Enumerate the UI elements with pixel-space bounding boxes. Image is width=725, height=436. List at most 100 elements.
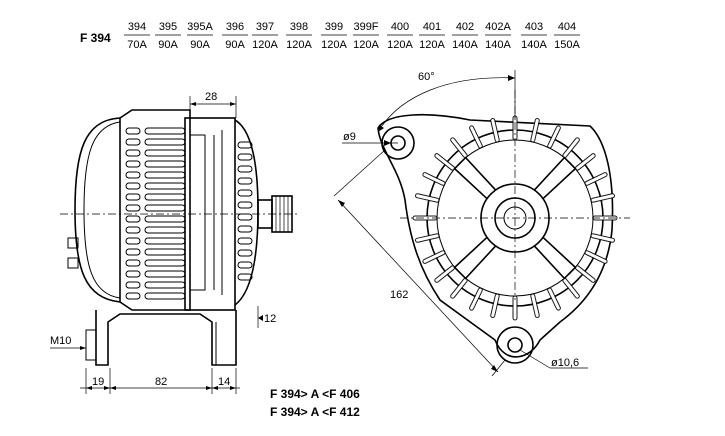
fin — [237, 225, 253, 233]
dim-19: 19 — [92, 376, 104, 388]
variant-current: 120A — [252, 39, 278, 51]
spoke — [453, 156, 497, 200]
dim-28: 28 — [205, 91, 217, 103]
vent-slot-inner — [585, 173, 607, 185]
vent-slot-inner — [576, 266, 595, 282]
side-dimensions: 28 19 82 14 M10 12 — [50, 91, 276, 394]
fin — [125, 237, 141, 245]
front-spokes — [453, 156, 577, 280]
vent-slot-inner — [451, 279, 467, 298]
fin — [144, 193, 186, 201]
variant-code: 396 — [226, 21, 244, 33]
front-view — [377, 90, 630, 364]
fin — [125, 215, 141, 223]
fin — [125, 204, 141, 212]
fin — [237, 177, 253, 185]
spoke — [533, 236, 577, 280]
vent-slot-inner — [435, 266, 454, 282]
vent-slot-inner — [531, 119, 539, 142]
vent-slot-inner — [470, 288, 482, 310]
front-dimensions: 60° ø9 162 ø10,6 — [333, 70, 588, 377]
variant-current: 70A — [127, 39, 147, 51]
variant-current: 150A — [554, 39, 580, 51]
fin — [125, 248, 141, 256]
fin — [125, 160, 141, 168]
fin — [125, 138, 141, 146]
variant-code: 395A — [187, 21, 213, 33]
vent-slot-inner — [416, 194, 439, 202]
fin — [125, 226, 141, 234]
variant-current: 120A — [321, 39, 347, 51]
variant-code: 395 — [159, 21, 177, 33]
fin — [125, 259, 141, 267]
fin — [144, 259, 186, 267]
fin — [144, 270, 186, 278]
front-cooling-fins — [237, 141, 253, 281]
vent-slot-inner — [491, 119, 499, 142]
fin — [144, 237, 186, 245]
note-1: F 394> A <F 406 — [270, 387, 360, 401]
vent-slot-inner — [591, 234, 614, 242]
vent-slot-inner — [563, 279, 579, 298]
fin — [144, 171, 186, 179]
variant-current: 120A — [419, 39, 445, 51]
fin — [125, 149, 141, 157]
fin — [144, 149, 186, 157]
variant-current: 140A — [452, 39, 478, 51]
fin — [237, 141, 253, 149]
dim-82: 82 — [155, 376, 167, 388]
variant-current: 90A — [190, 39, 210, 51]
spoke — [453, 236, 497, 280]
fin — [125, 193, 141, 201]
fin — [144, 281, 186, 289]
vent-slot-inner — [548, 288, 560, 310]
dim-12: 12 — [264, 313, 276, 325]
variant-code: 402 — [456, 21, 474, 33]
vent-slot-inner — [585, 251, 607, 263]
fin — [144, 138, 186, 146]
spoke — [533, 156, 577, 200]
vent-slot-inner — [423, 251, 445, 263]
variant-code: 401 — [423, 21, 441, 33]
fin — [237, 213, 253, 221]
fin — [125, 182, 141, 190]
fin — [125, 127, 141, 135]
hole-bottom-label: ø10,6 — [551, 357, 579, 369]
fin — [125, 270, 141, 278]
variant-code: 394 — [128, 21, 146, 33]
fin — [144, 182, 186, 190]
fin — [237, 201, 253, 209]
variant-current: 90A — [225, 39, 245, 51]
variant-code: 402A — [485, 21, 511, 33]
fin — [144, 160, 186, 168]
variant-code: 403 — [525, 21, 543, 33]
variant-code: 399 — [325, 21, 343, 33]
variant-current: 120A — [387, 39, 413, 51]
fin — [125, 292, 141, 300]
fin — [237, 153, 253, 161]
fin — [237, 261, 253, 269]
model-title: F 394 — [80, 31, 111, 45]
fin — [144, 292, 186, 300]
vent-slot-inner — [470, 126, 482, 148]
vent-slot-inner — [563, 138, 579, 157]
angle-label: 60° — [418, 71, 435, 83]
variant-code: 397 — [256, 21, 274, 33]
variant-code: 398 — [290, 21, 308, 33]
fin — [237, 237, 253, 245]
vent-slot-inner — [576, 154, 595, 170]
fin — [237, 165, 253, 173]
side-view — [60, 109, 300, 366]
fin — [125, 281, 141, 289]
variant-current: 140A — [521, 39, 547, 51]
rear-cooling-fins — [125, 127, 186, 300]
variant-code: 400 — [391, 21, 409, 33]
hole-top-label: ø9 — [343, 131, 356, 143]
note-2: F 394> A <F 412 — [270, 405, 360, 419]
dim-m10: M10 — [50, 335, 71, 347]
variant-current: 120A — [286, 39, 312, 51]
variant-code: 399F — [353, 21, 378, 33]
variant-code: 404 — [558, 21, 576, 33]
fin — [144, 215, 186, 223]
fin — [144, 204, 186, 212]
